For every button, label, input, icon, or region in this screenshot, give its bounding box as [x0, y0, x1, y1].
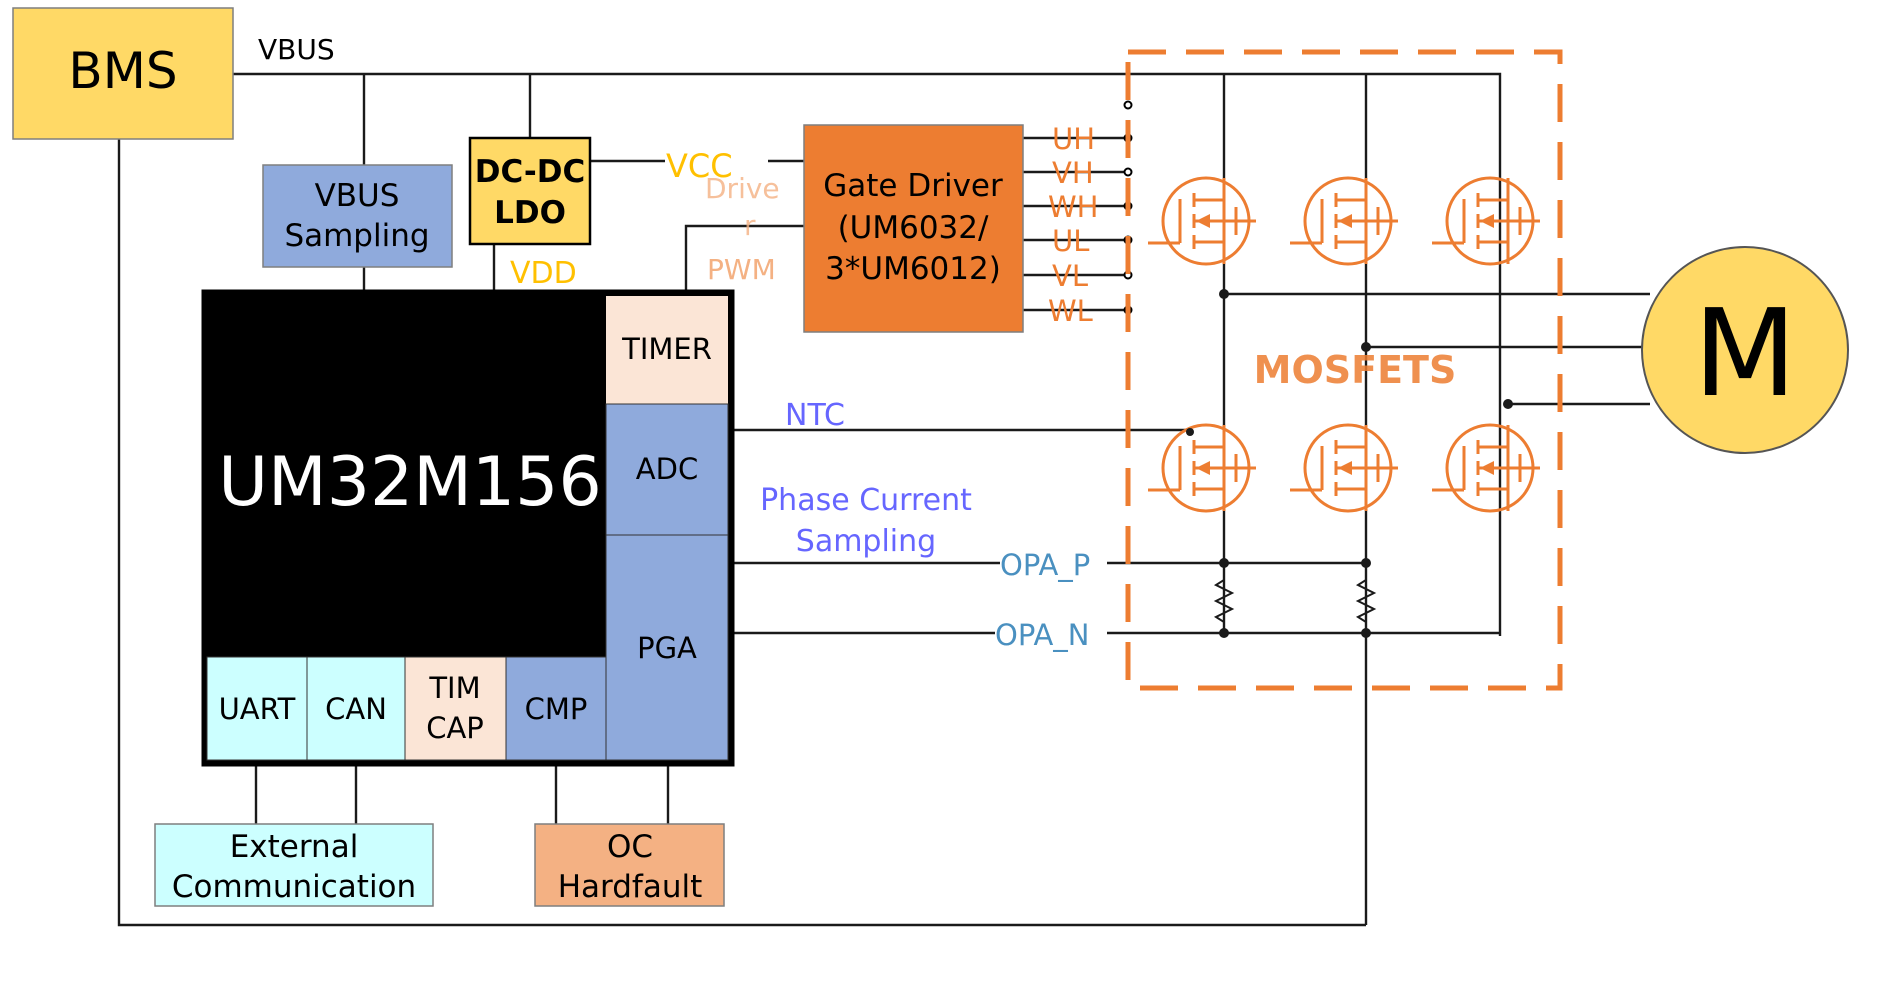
vcc-label: VCC — [666, 147, 733, 185]
bms-label: BMS — [68, 42, 177, 100]
vbus-sampling-label-1: VBUS — [315, 178, 400, 214]
timcap-label-1: TIM — [428, 671, 480, 705]
mosfet-low-w — [1430, 423, 1542, 513]
gate-driver-block: Gate Driver (UM6032/ 3*UM6012) — [803, 124, 1024, 333]
external-communication-block: External Communication — [154, 823, 434, 907]
mosfet-low-u — [1146, 423, 1258, 513]
oc-label-1: OC — [607, 829, 653, 865]
ntc-label: NTC — [785, 398, 845, 433]
phase-current-label-1: Phase Current — [760, 483, 972, 518]
gate-signal-wl: WL — [1048, 294, 1093, 328]
dcdc-ldo-block: DC-DC LDO — [468, 136, 592, 246]
can-label: CAN — [325, 692, 387, 726]
mosfets-label: MOSFETS — [1254, 348, 1457, 392]
gate-driver-label-3: 3*UM6012) — [825, 251, 1001, 287]
uart-block — [206, 656, 308, 761]
mosfet-low-v — [1288, 423, 1400, 513]
gate-signal-vh: VH — [1052, 156, 1094, 190]
mcu-block: UM32M156 TIMER ADC PGA UART CAN TIM CAP … — [201, 289, 735, 767]
pga-block — [605, 534, 729, 761]
motor-label: M — [1693, 285, 1797, 424]
opa-n-label: OPA_N — [995, 618, 1090, 652]
gate-driver-label-1: Gate Driver — [823, 168, 1003, 204]
timer-block — [606, 296, 728, 404]
vdd-label: VDD — [510, 256, 577, 291]
driver-pwm-line-1: Drive — [705, 172, 780, 205]
wires — [117, 72, 1650, 927]
shunt-resistors — [1213, 563, 1377, 633]
gate-signal-wh: WH — [1048, 190, 1098, 224]
gate-driver-label-2: (UM6032/ — [838, 210, 989, 246]
adc-label: ADC — [636, 452, 698, 486]
gate-signal-labels: UH VH WH UL VL WL — [1048, 122, 1098, 328]
junction-dots — [1186, 289, 1513, 638]
motor: M — [1641, 246, 1849, 454]
timer-label: TIMER — [621, 332, 712, 366]
timcap-label-2: CAP — [426, 711, 484, 745]
mcu-label: UM32M156 — [218, 443, 601, 522]
opa-p-label: OPA_P — [1000, 548, 1090, 582]
timcap-block — [404, 656, 507, 761]
bms-block: BMS — [12, 7, 234, 140]
mosfet-bridge — [1146, 176, 1542, 513]
can-block — [306, 656, 406, 761]
ext-comm-label-1: External — [230, 829, 359, 865]
driver-pwm-label: Drive r PWM — [705, 172, 780, 286]
vbus-sampling-label-2: Sampling — [284, 218, 429, 254]
gate-signal-uh: UH — [1052, 122, 1095, 156]
ext-comm-label-2: Communication — [172, 869, 416, 905]
vbus-label: VBUS — [258, 33, 335, 66]
mosfet-high-u — [1146, 176, 1258, 266]
uart-label: UART — [219, 692, 296, 726]
adc-block — [605, 403, 729, 536]
dcdc-label-1: DC-DC — [475, 154, 586, 190]
gate-signal-vl: VL — [1052, 259, 1088, 293]
mosfet-high-w — [1430, 176, 1542, 266]
driver-pwm-line-3: PWM — [707, 253, 776, 286]
pga-label: PGA — [637, 631, 697, 665]
gate-signal-ul: UL — [1052, 224, 1089, 258]
dcdc-label-2: LDO — [494, 195, 566, 231]
cmp-block — [505, 656, 607, 761]
mosfet-high-v — [1288, 176, 1400, 266]
oc-hardfault-block: OC Hardfault — [534, 823, 725, 907]
driver-pwm-line-2: r — [744, 209, 756, 242]
cmp-label: CMP — [525, 692, 588, 726]
oc-label-2: Hardfault — [558, 869, 703, 905]
vbus-sampling-block: VBUS Sampling — [262, 164, 453, 268]
mosfets-region — [1125, 49, 1563, 691]
phase-current-label-2: Sampling — [796, 524, 936, 559]
